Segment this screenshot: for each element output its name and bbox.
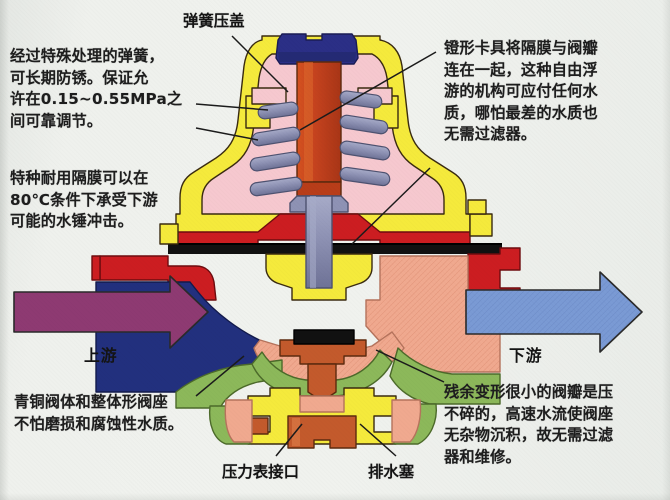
annotation-valve-disc: 残余变形很小的阀瓣是压 不碎的，高速水流使阀座 无杂物沉积，故无需过滤 器和维修… — [444, 383, 614, 466]
annotation-stirrup-clamp: 镫形卡具将隔膜与阀瓣 连在一起，这种自由浮 游的机构可应付任何水 质，哪怕最差的… — [444, 39, 598, 143]
label-downstream-flow: 下游 — [509, 346, 543, 365]
leader-lines — [195, 35, 445, 457]
label-spring-gland: 弹簧压盖 — [183, 12, 245, 30]
flow-arrows — [13, 271, 643, 353]
label-drain-plug: 排水塞 — [368, 463, 415, 481]
label-upstream-flow: 上游 — [84, 346, 118, 365]
label-gauge-port: 压力表接口 — [222, 463, 299, 481]
annotation-spring-treatment: 经过特殊处理的弹簧， 可长期防锈。保证允 许在0.15~0.55MPa之 间可靠… — [10, 47, 183, 130]
annotation-bronze-body: 青铜阀体和整体形阀座 不怕磨损和腐蚀性水质。 — [14, 393, 184, 433]
annotation-diaphragm-durability: 特种耐用隔膜可以在 80℃条件下承受下游 可能的水锤冲击。 — [10, 169, 158, 230]
